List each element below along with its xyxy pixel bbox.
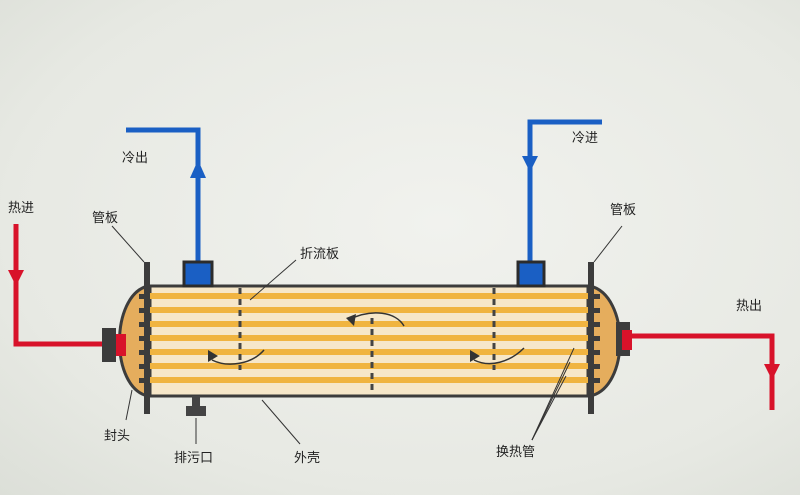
label-tube-sheet-left: 管板: [92, 211, 118, 226]
label-shell: 外壳: [294, 451, 320, 466]
label-hot-out: 热出: [736, 299, 762, 314]
cold-in-nozzle: [516, 260, 546, 288]
baffles: [238, 288, 496, 394]
label-cold-out: 冷出: [122, 151, 148, 166]
cold-out-nozzle: [182, 260, 214, 288]
heat-exchange-tubes: [150, 293, 588, 383]
label-cold-in: 冷进: [572, 131, 598, 146]
triangle-arrow-icon: [522, 156, 538, 172]
triangle-arrow-icon: [190, 160, 206, 178]
hot-in-nozzle: [102, 328, 116, 362]
tube-sheet-right: [588, 262, 594, 414]
hot-out-pipe: [626, 333, 775, 410]
drain-valve: [192, 396, 200, 406]
tube-sheet-left: [144, 262, 150, 414]
cold-out-pipe: [126, 127, 201, 262]
leader-lines: [111, 225, 623, 445]
right-tubesheet-stubs: [590, 294, 600, 383]
label-head: 封头: [104, 429, 130, 444]
label-drain: 排污口: [174, 451, 213, 466]
hot-in-pipe: [13, 224, 104, 347]
label-tube-sheet-right: 管板: [610, 203, 636, 218]
label-hot-in: 热进: [8, 201, 34, 216]
cold-in-pipe: [527, 119, 602, 262]
label-heat-exchange-tubes: 换热管: [496, 445, 535, 460]
triangle-arrow-icon: [8, 270, 24, 286]
triangle-arrow-icon: [764, 364, 780, 380]
arrowheads: [208, 314, 480, 362]
label-baffle: 折流板: [300, 247, 339, 262]
